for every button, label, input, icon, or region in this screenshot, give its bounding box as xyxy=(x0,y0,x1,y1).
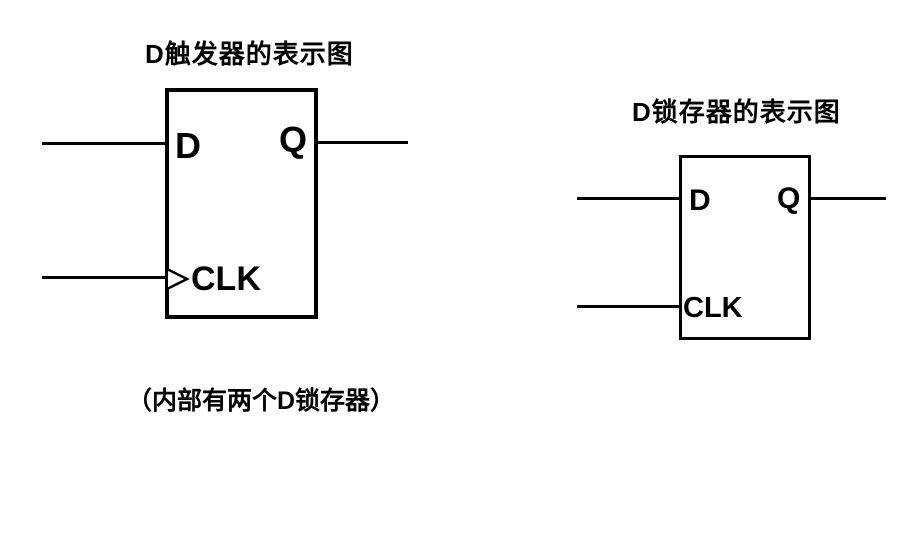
flipflop-q-port-label: Q xyxy=(279,119,308,160)
flipflop-title: D触发器的表示图 xyxy=(145,39,354,69)
latch-body xyxy=(679,155,811,340)
flipflop-clk-port-label: CLK xyxy=(191,260,261,298)
flipflop-d-port-label: D xyxy=(175,125,201,166)
latch-clk-port-label: CLK xyxy=(683,292,743,324)
flipflop-q-output-wire xyxy=(315,141,408,144)
latch-title: D锁存器的表示图 xyxy=(632,97,841,127)
latch-clk-input-wire xyxy=(577,305,680,308)
edge-trigger-icon xyxy=(168,268,190,290)
latch-q-output-wire xyxy=(808,197,886,200)
flipflop-body xyxy=(165,88,318,319)
flipflop-clk-input-wire xyxy=(42,276,165,279)
latch-d-port-label: D xyxy=(689,184,711,217)
latch-q-port-label: Q xyxy=(777,182,801,215)
flipflop-d-input-wire xyxy=(42,142,165,145)
latch-d-input-wire xyxy=(577,197,680,200)
flipflop-caption: （内部有两个D锁存器） xyxy=(127,387,396,415)
